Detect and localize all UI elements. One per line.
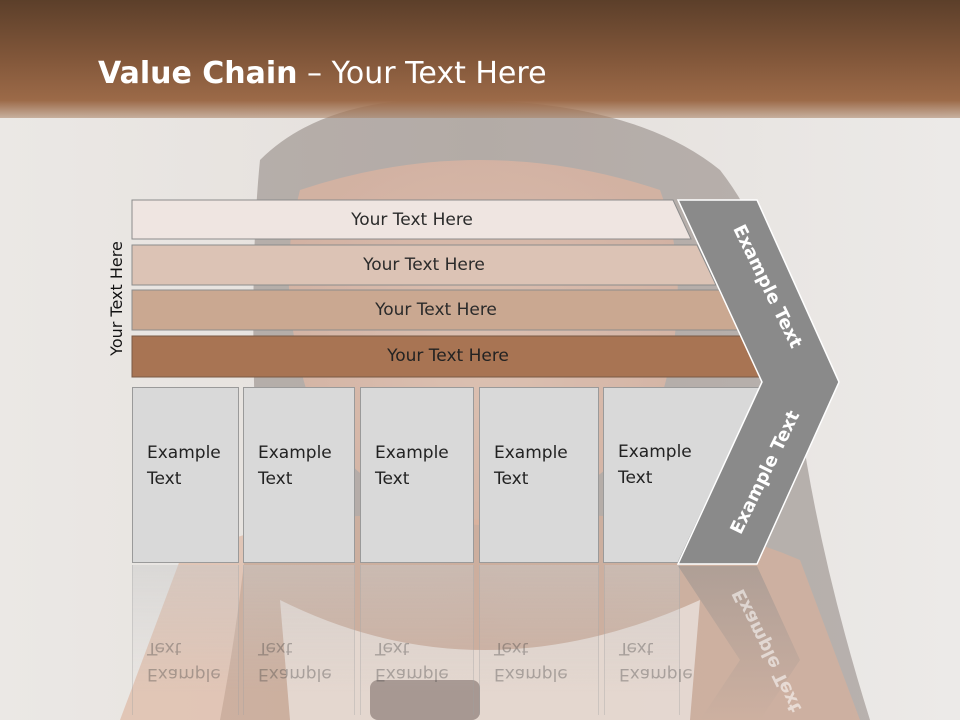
title-bold: Value Chain [98,56,298,91]
title-rest: – Your Text Here [297,56,547,91]
band-2-label: Your Text Here [363,255,485,275]
page-title: Value Chain – Your Text Here [98,54,547,94]
vertical-axis-label: Your Text Here [96,241,136,356]
vertical-axis-label-text: Your Text Here [106,240,126,356]
band-3: Your Text Here [131,289,740,331]
title-bar [0,0,960,118]
band-3-label: Your Text Here [375,300,497,320]
band-2: Your Text Here [131,244,717,286]
band-4-label: Your Text Here [387,346,509,366]
band-4: Your Text Here [131,335,764,378]
band-1: Your Text Here [131,199,692,240]
band-1-label: Your Text Here [351,210,473,230]
